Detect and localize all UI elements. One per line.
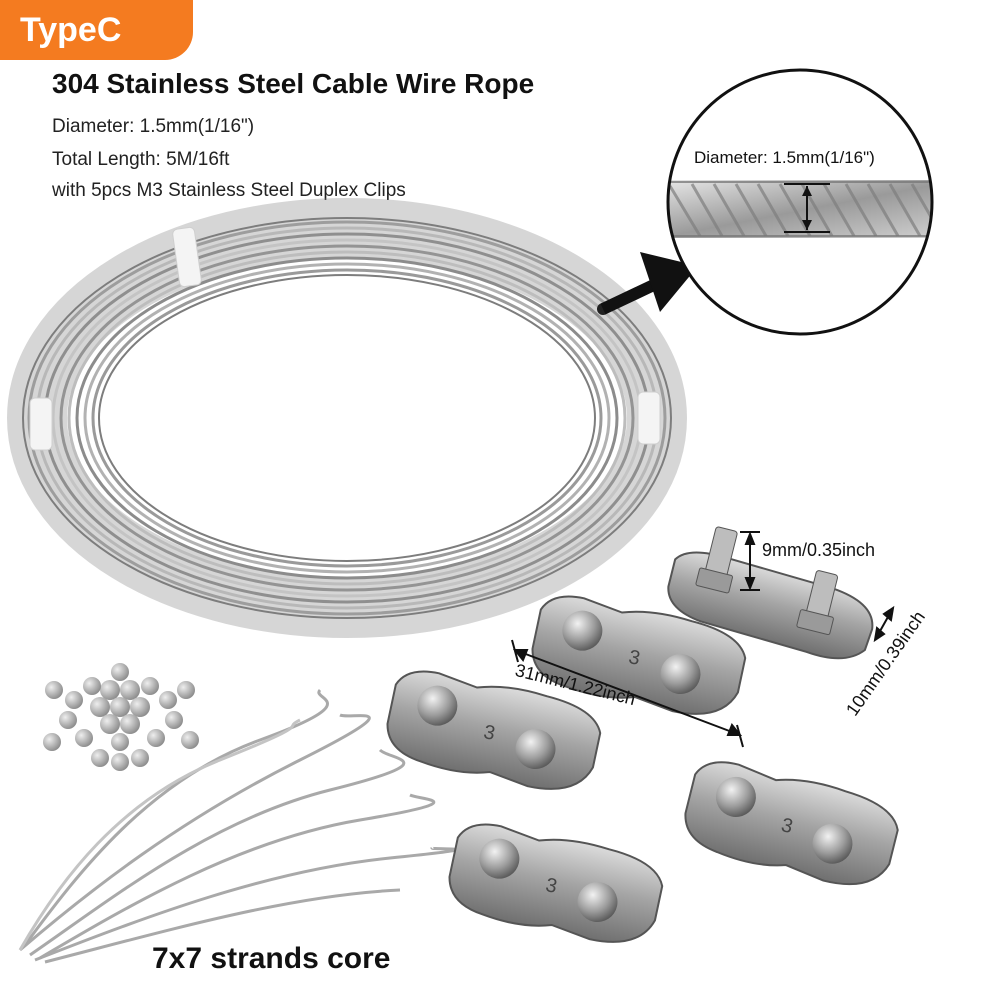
- spec-length: Total Length: 5M/16ft: [52, 149, 230, 170]
- zoom-circle: [666, 68, 934, 336]
- duplex-clip: 3: [684, 761, 899, 886]
- clip-stamp: 3: [482, 721, 497, 745]
- type-badge-label: TypeC: [20, 10, 122, 49]
- coil-tie: [172, 226, 202, 288]
- dimension-height: 9mm/0.35inch: [762, 540, 876, 560]
- frayed-strands: [18, 688, 458, 964]
- strands-caption: 7x7 strands core: [152, 942, 391, 975]
- clip-stamp: 3: [779, 814, 795, 838]
- spec-diameter: Diameter: 1.5mm(1/16"): [52, 116, 255, 137]
- type-badge: TypeC: [0, 0, 193, 60]
- clip-stamp: 3: [544, 874, 559, 898]
- clip-stamp: 3: [627, 646, 642, 670]
- coil-tie: [637, 391, 661, 445]
- product-title: 304 Stainless Steel Cable Wire Rope: [52, 68, 535, 99]
- dimension-lines: [511, 531, 895, 748]
- duplex-clip: 3: [386, 670, 602, 790]
- wire-coil: [7, 198, 687, 638]
- coil-tie: [29, 397, 53, 451]
- duplex-clip-assembled: [667, 526, 874, 660]
- duplex-clip: 3: [531, 595, 747, 715]
- duplex-clip: 3: [448, 823, 664, 943]
- strand-cross-section: [43, 663, 199, 771]
- spec-clips: with 5pcs M3 Stainless Steel Duplex Clip…: [52, 180, 406, 201]
- zoom-diameter-label: Diameter: 1.5mm(1/16"): [694, 148, 875, 167]
